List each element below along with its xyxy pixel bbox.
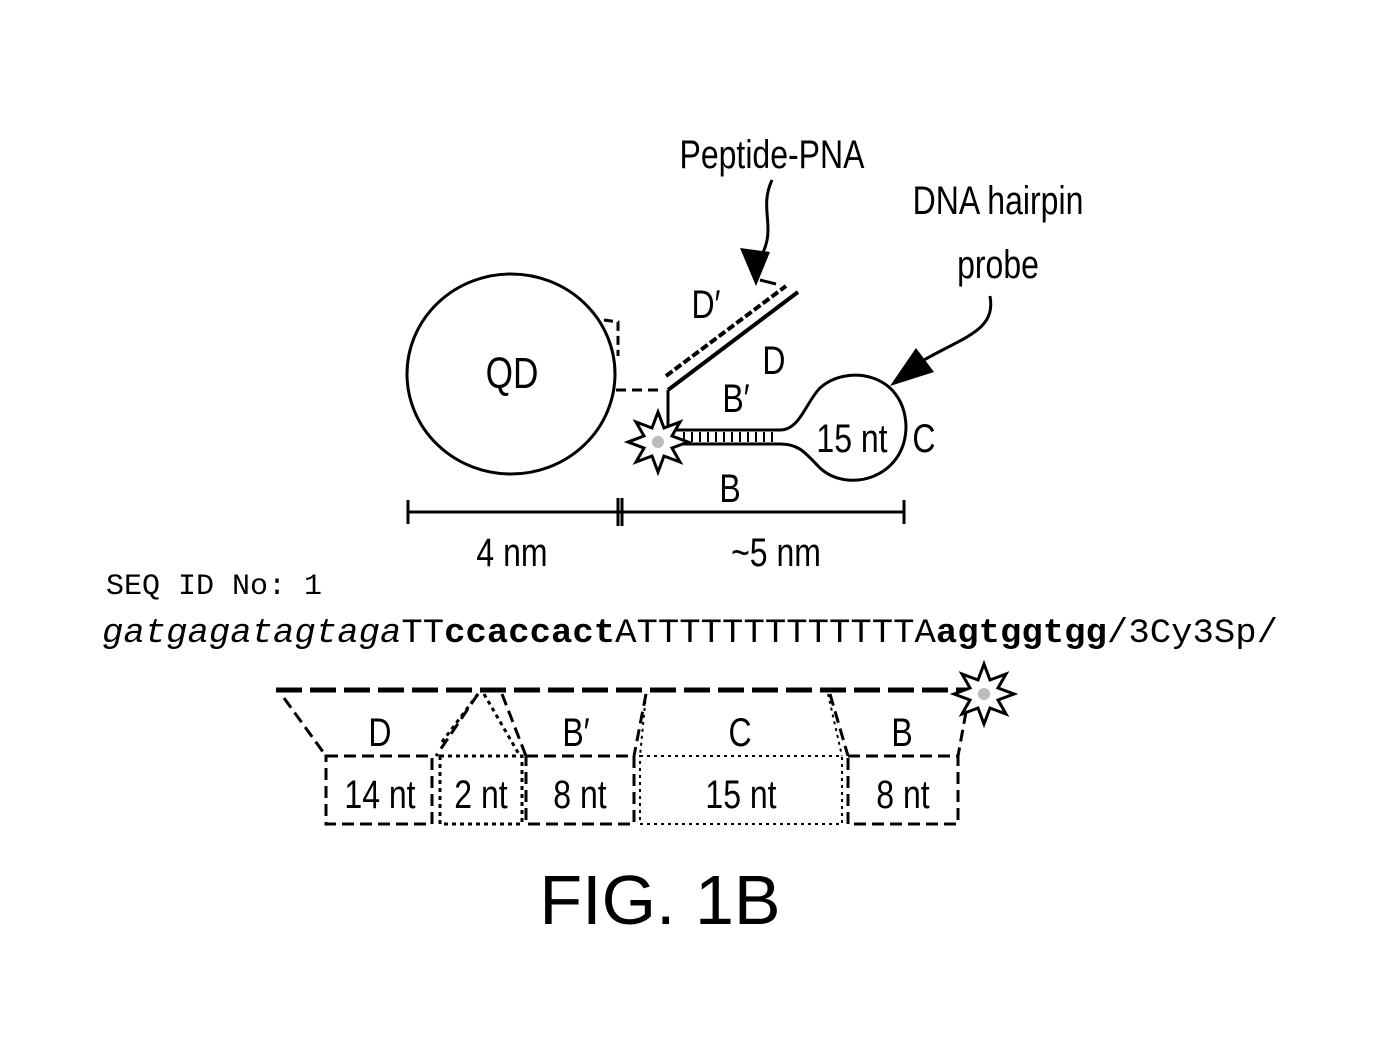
figure-label: FIG. 1B [539, 861, 780, 939]
sequence-part-bold-1: ccaccact [444, 615, 615, 653]
segment-box-b [846, 754, 960, 826]
connector-2nt-right [482, 693, 522, 757]
connector-b-prime-right [632, 693, 648, 757]
connector-c-right [827, 693, 843, 757]
qd-label: QD [486, 349, 539, 398]
hairpin-stem [680, 428, 780, 446]
segment-length-b: 8 nt [876, 772, 929, 817]
pna-strand-d [666, 290, 800, 392]
connector-d-right [434, 693, 480, 757]
seq-id-label: SEQ ID No: 1 [106, 570, 322, 604]
cy3-dye-core-bottom [978, 688, 990, 700]
scale-left-label: 4 nm [476, 530, 547, 575]
connector-d-left [282, 697, 328, 757]
segment-letter-d: D [368, 710, 391, 755]
segment-length-b-prime: 8 nt [553, 772, 606, 817]
segment-box-d [324, 754, 434, 826]
cy3-dye-core-top [652, 436, 664, 448]
loop-length-label: 15 nt [816, 416, 887, 461]
hairpin-stem-base-pairs [683, 432, 773, 442]
segment-box-b-prime [524, 754, 636, 826]
dna-hairpin-label-line1: DNA hairpin [913, 178, 1084, 223]
segment-letter-b: B [891, 710, 912, 755]
segment-box-2nt [438, 754, 524, 826]
dna-hairpin-arrow-shaft [923, 295, 993, 362]
connector-2nt-left [440, 693, 480, 743]
peptide-pna-label: Peptide-PNA [680, 132, 866, 177]
b-prime-label: B′ [722, 376, 750, 421]
c-label: C [912, 416, 935, 461]
hairpin-probe-outline [672, 373, 908, 482]
dna-hairpin-label-line2: probe [957, 242, 1039, 287]
peptide-pna-arrow-head [740, 248, 770, 286]
sequence-part-tt: TT [401, 615, 444, 653]
segment-length-2nt: 2 nt [454, 772, 507, 817]
sequence-part-dye: /3Cy3Sp/ [1107, 615, 1278, 653]
pna-end-tick [759, 278, 777, 286]
sequence-part-poly-t: ATTTTTTTTTTTTTA [615, 615, 936, 653]
segment-letter-b-prime: B′ [562, 710, 590, 755]
connector-b-prime-left [500, 693, 528, 757]
scale-right-label: ~5 nm [731, 530, 821, 575]
segment-length-c: 15 nt [705, 772, 776, 817]
b-label: B [719, 466, 740, 511]
d-prime-label: D′ [691, 282, 720, 327]
peptide-pna-arrow-shaft [758, 179, 774, 259]
segment-box-c [639, 755, 843, 825]
segment-letter-c: C [728, 710, 751, 755]
dna-hairpin-arrow-head [890, 348, 934, 386]
pna-strand-d-prime [664, 284, 788, 378]
sequence-part-bold-2: agtggtgg [936, 615, 1107, 653]
connector-b-left [828, 693, 850, 757]
scale-bar-ticks [406, 498, 906, 526]
connector-b-right [956, 711, 968, 757]
d-label: D [762, 338, 785, 383]
connector-c-left [639, 693, 647, 757]
sequence-part-italic: gatgagatagtaga [102, 615, 401, 653]
quantum-dot-circle [405, 272, 617, 476]
qd-attachment-dashed [603, 318, 620, 356]
segment-length-d: 14 nt [344, 772, 415, 817]
